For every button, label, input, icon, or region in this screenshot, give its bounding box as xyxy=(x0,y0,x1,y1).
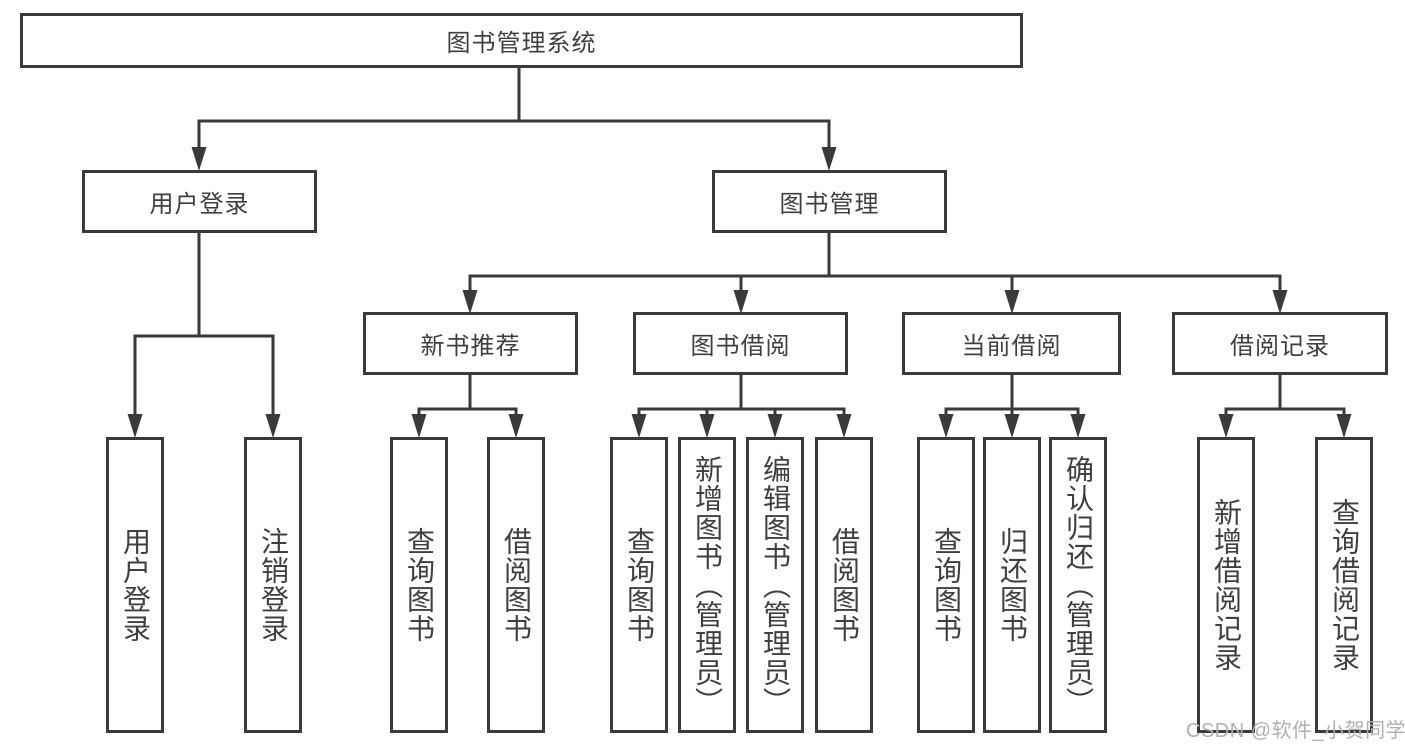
connector-lines xyxy=(133,66,1346,416)
leaf-edit-book-admin: 编辑图书（管理员） xyxy=(746,437,804,733)
node-book-borrowing: 图书借阅 xyxy=(633,312,848,375)
leaf-add-book-admin: 新增图书（管理员） xyxy=(678,437,736,733)
leaf-borrow-books-recommend: 借阅图书 xyxy=(487,437,545,733)
leaf-return-book: 归还图书 xyxy=(983,437,1041,733)
leaf-query-borrowing-record: 查询借阅记录 xyxy=(1315,437,1373,733)
csdn-watermark: CSDN @软件_小贺同学 xyxy=(1186,720,1405,742)
node-current-borrowing: 当前借阅 xyxy=(902,312,1121,375)
node-user-login: 用户登录 xyxy=(82,170,317,233)
leaf-user-login: 用户登录 xyxy=(106,437,164,733)
connector-arrowheads xyxy=(127,147,1352,438)
leaf-query-books-recommend: 查询图书 xyxy=(390,437,448,733)
leaf-logout: 注销登录 xyxy=(244,437,302,733)
node-library-management-system: 图书管理系统 xyxy=(20,13,1023,68)
leaf-query-books-current: 查询图书 xyxy=(917,437,975,733)
leaf-query-books-borrowing: 查询图书 xyxy=(610,437,668,733)
leaf-add-borrowing-record: 新增借阅记录 xyxy=(1197,437,1255,733)
leaf-confirm-return-admin: 确认归还（管理员） xyxy=(1049,437,1107,733)
node-new-book-recommendation: 新书推荐 xyxy=(363,312,578,375)
node-borrowing-records: 借阅记录 xyxy=(1172,312,1388,375)
leaf-borrow-books: 借阅图书 xyxy=(815,437,873,733)
node-book-management: 图书管理 xyxy=(712,170,947,233)
